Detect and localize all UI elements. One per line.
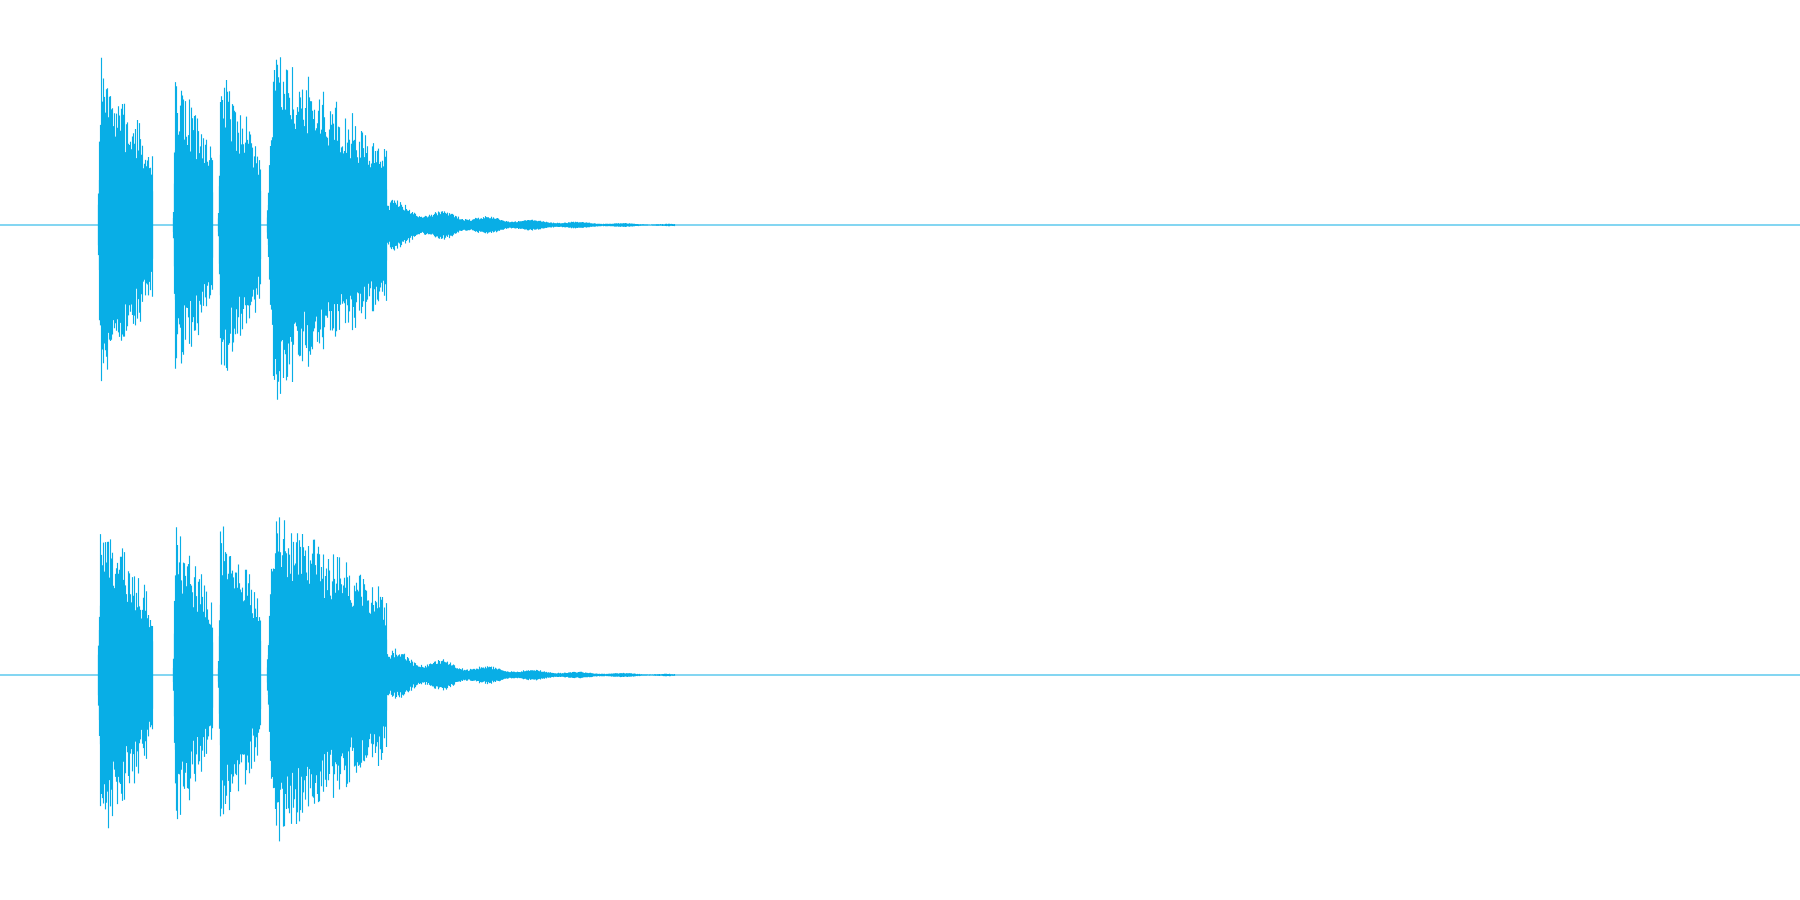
channel-bottom-waveform[interactable] (0, 517, 1800, 842)
waveform-core (97, 593, 388, 757)
waveform-core (97, 143, 388, 307)
channel-top-waveform[interactable] (0, 57, 1800, 400)
